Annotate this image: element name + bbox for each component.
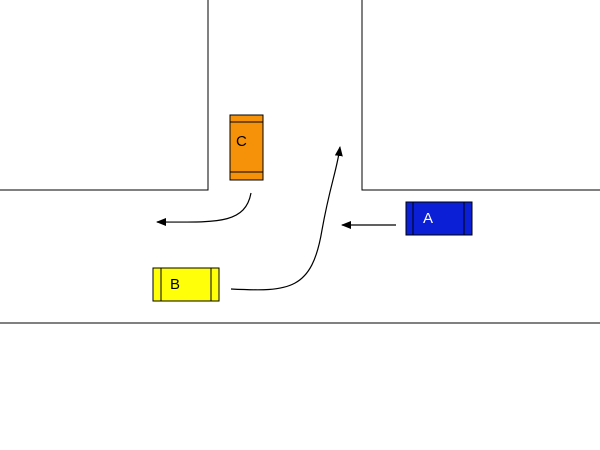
car-c-body [229,114,264,181]
road-edge-left-corner [0,0,209,191]
car-c: C [229,114,264,181]
path-arrow-b [230,146,343,291]
path-arrow-c [156,192,252,227]
car-a-label: A [423,210,433,227]
road-edges [0,0,600,324]
car-b-body [152,267,220,302]
car-b: B [152,267,220,302]
road-edge-right-corner [361,0,600,191]
movement-arrows [156,146,396,291]
car-a-body [405,201,473,236]
car-b-label: B [170,276,180,293]
car-c-label: C [236,133,247,150]
car-a: A [405,201,473,236]
